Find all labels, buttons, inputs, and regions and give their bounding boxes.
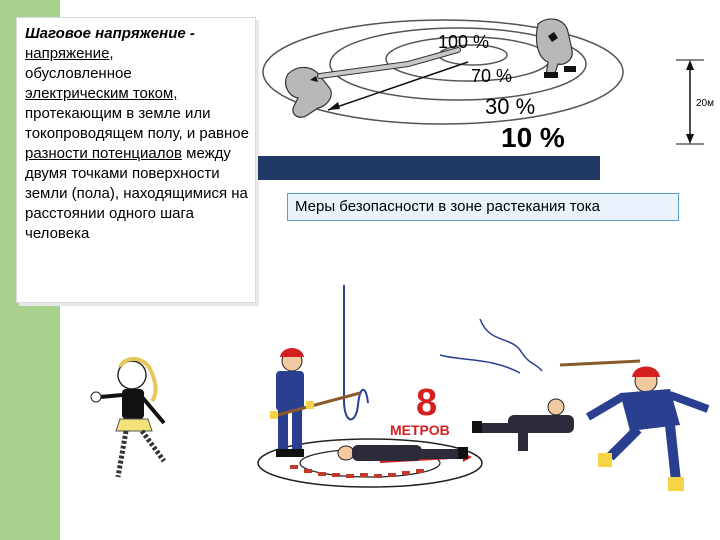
label-30: 30 % [485,94,535,119]
definition-rest1: протекающим в земле или токопроводящем п… [25,105,249,142]
label-70: 70 % [471,66,512,86]
standing-person-icon [535,18,576,78]
ring-outer [262,19,624,125]
second-victim-icon [472,398,574,451]
link-voltage[interactable]: напряжение, [25,45,114,62]
broken-wire [479,318,543,372]
lying-victim-icon [337,445,468,461]
distance-word: МЕТРОВ [390,422,450,438]
safety-scene-illustration: 8 МЕТРОВ [90,285,710,491]
section-header-bar [258,156,600,180]
safety-measures-title: Меры безопасности в зоне растекания тока [295,198,600,215]
ground-ring-outer [257,438,483,488]
definition-line2: обусловленное [25,65,132,82]
distance-arrow-head [328,102,340,110]
ring-third [329,27,587,101]
link-electric-current[interactable]: электрическим током, [25,85,178,102]
definition-term: Шаговое напряжение [25,25,186,42]
safety-measures-box: Меры безопасности в зоне растекания тока [287,193,679,221]
definition-box: Шаговое напряжение - напряжение, обуслов… [16,17,256,303]
step-voltage-diagram: 100 % 70 % 30 % 10 % 20м [262,18,714,153]
definition-rest2: между двумя точками поверхности земли (п… [25,145,248,242]
broken-wire-end [439,354,521,374]
falling-person-icon [285,47,461,118]
label-100: 100 % [438,32,489,52]
dimension-arrow-top [686,60,694,70]
distance-number: 8 [416,382,437,424]
link-potential-difference[interactable]: разности потенциалов [25,145,182,162]
distance-label: 20м [696,98,714,109]
footprint-marks [290,465,424,478]
dimension-arrow-bottom [686,134,694,144]
worker-with-hotstick-icon [269,348,361,457]
hotstick-right [559,359,641,367]
rescuer-worker-icon [585,366,710,491]
definition-dash: - [185,25,195,42]
label-10: 10 % [501,122,565,153]
fallen-wire [343,285,369,421]
distance-arrow-line [327,61,469,111]
running-girl-icon [90,357,167,478]
